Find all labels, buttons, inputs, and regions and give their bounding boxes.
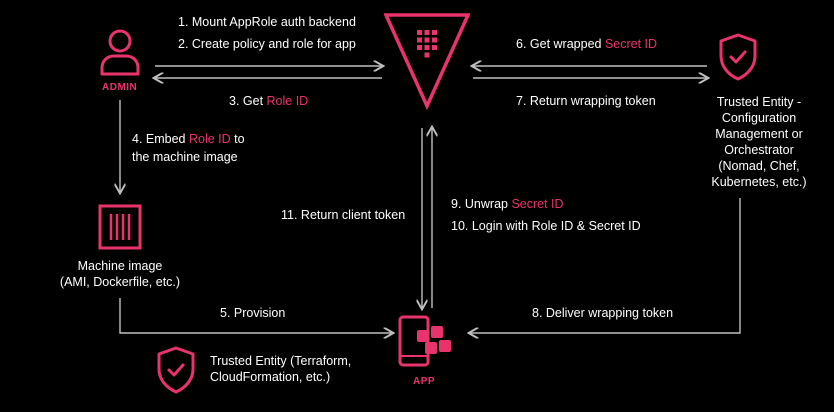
step-9-label: 9. Unwrap Secret ID [451, 197, 564, 211]
step-11-label: 11. Return client token [281, 208, 406, 222]
machine-image-icon [98, 204, 142, 250]
step-4-line2: the machine image [132, 150, 238, 164]
secret-id-highlight: Secret ID [511, 197, 564, 211]
step-7-label: 7. Return wrapping token [516, 94, 656, 108]
step-5-label: 5. Provision [220, 306, 286, 320]
vault-logo-icon [384, 13, 470, 110]
role-id-highlight: Role ID [266, 94, 309, 108]
admin-label: ADMIN [102, 82, 138, 93]
step-4-label: 4. Embed Role ID to [132, 132, 245, 146]
step-3-label: 3. Get Role ID [229, 94, 309, 108]
shield-check-icon-bottom [157, 346, 195, 394]
shield-check-icon [719, 33, 757, 81]
admin-user-icon [100, 29, 140, 76]
step-8-label: 8. Deliver wrapping token [532, 306, 674, 320]
arrow-entity-to-app [470, 198, 741, 333]
trusted-entity-orchestrator-caption: Trusted Entity - Configuration Managemen… [711, 95, 807, 189]
app-icon [398, 315, 451, 367]
role-id-highlight: Role ID [188, 132, 231, 146]
trusted-entity-terraform-caption: Trusted Entity (Terraform, CloudFormatio… [210, 354, 352, 384]
step-6-label: 6. Get wrapped Secret ID [516, 37, 658, 51]
step-1-label: 1. Mount AppRole auth backend [178, 15, 356, 29]
app-label: APP [413, 376, 436, 387]
step-10-label: 10. Login with Role ID & Secret ID [451, 219, 641, 233]
machine-image-caption: Machine image (AMI, Dockerfile, etc.) [59, 259, 181, 289]
secret-id-highlight: Secret ID [604, 37, 658, 51]
arrow-machine-to-app [119, 298, 392, 333]
step-2-label: 2. Create policy and role for app [178, 37, 356, 51]
